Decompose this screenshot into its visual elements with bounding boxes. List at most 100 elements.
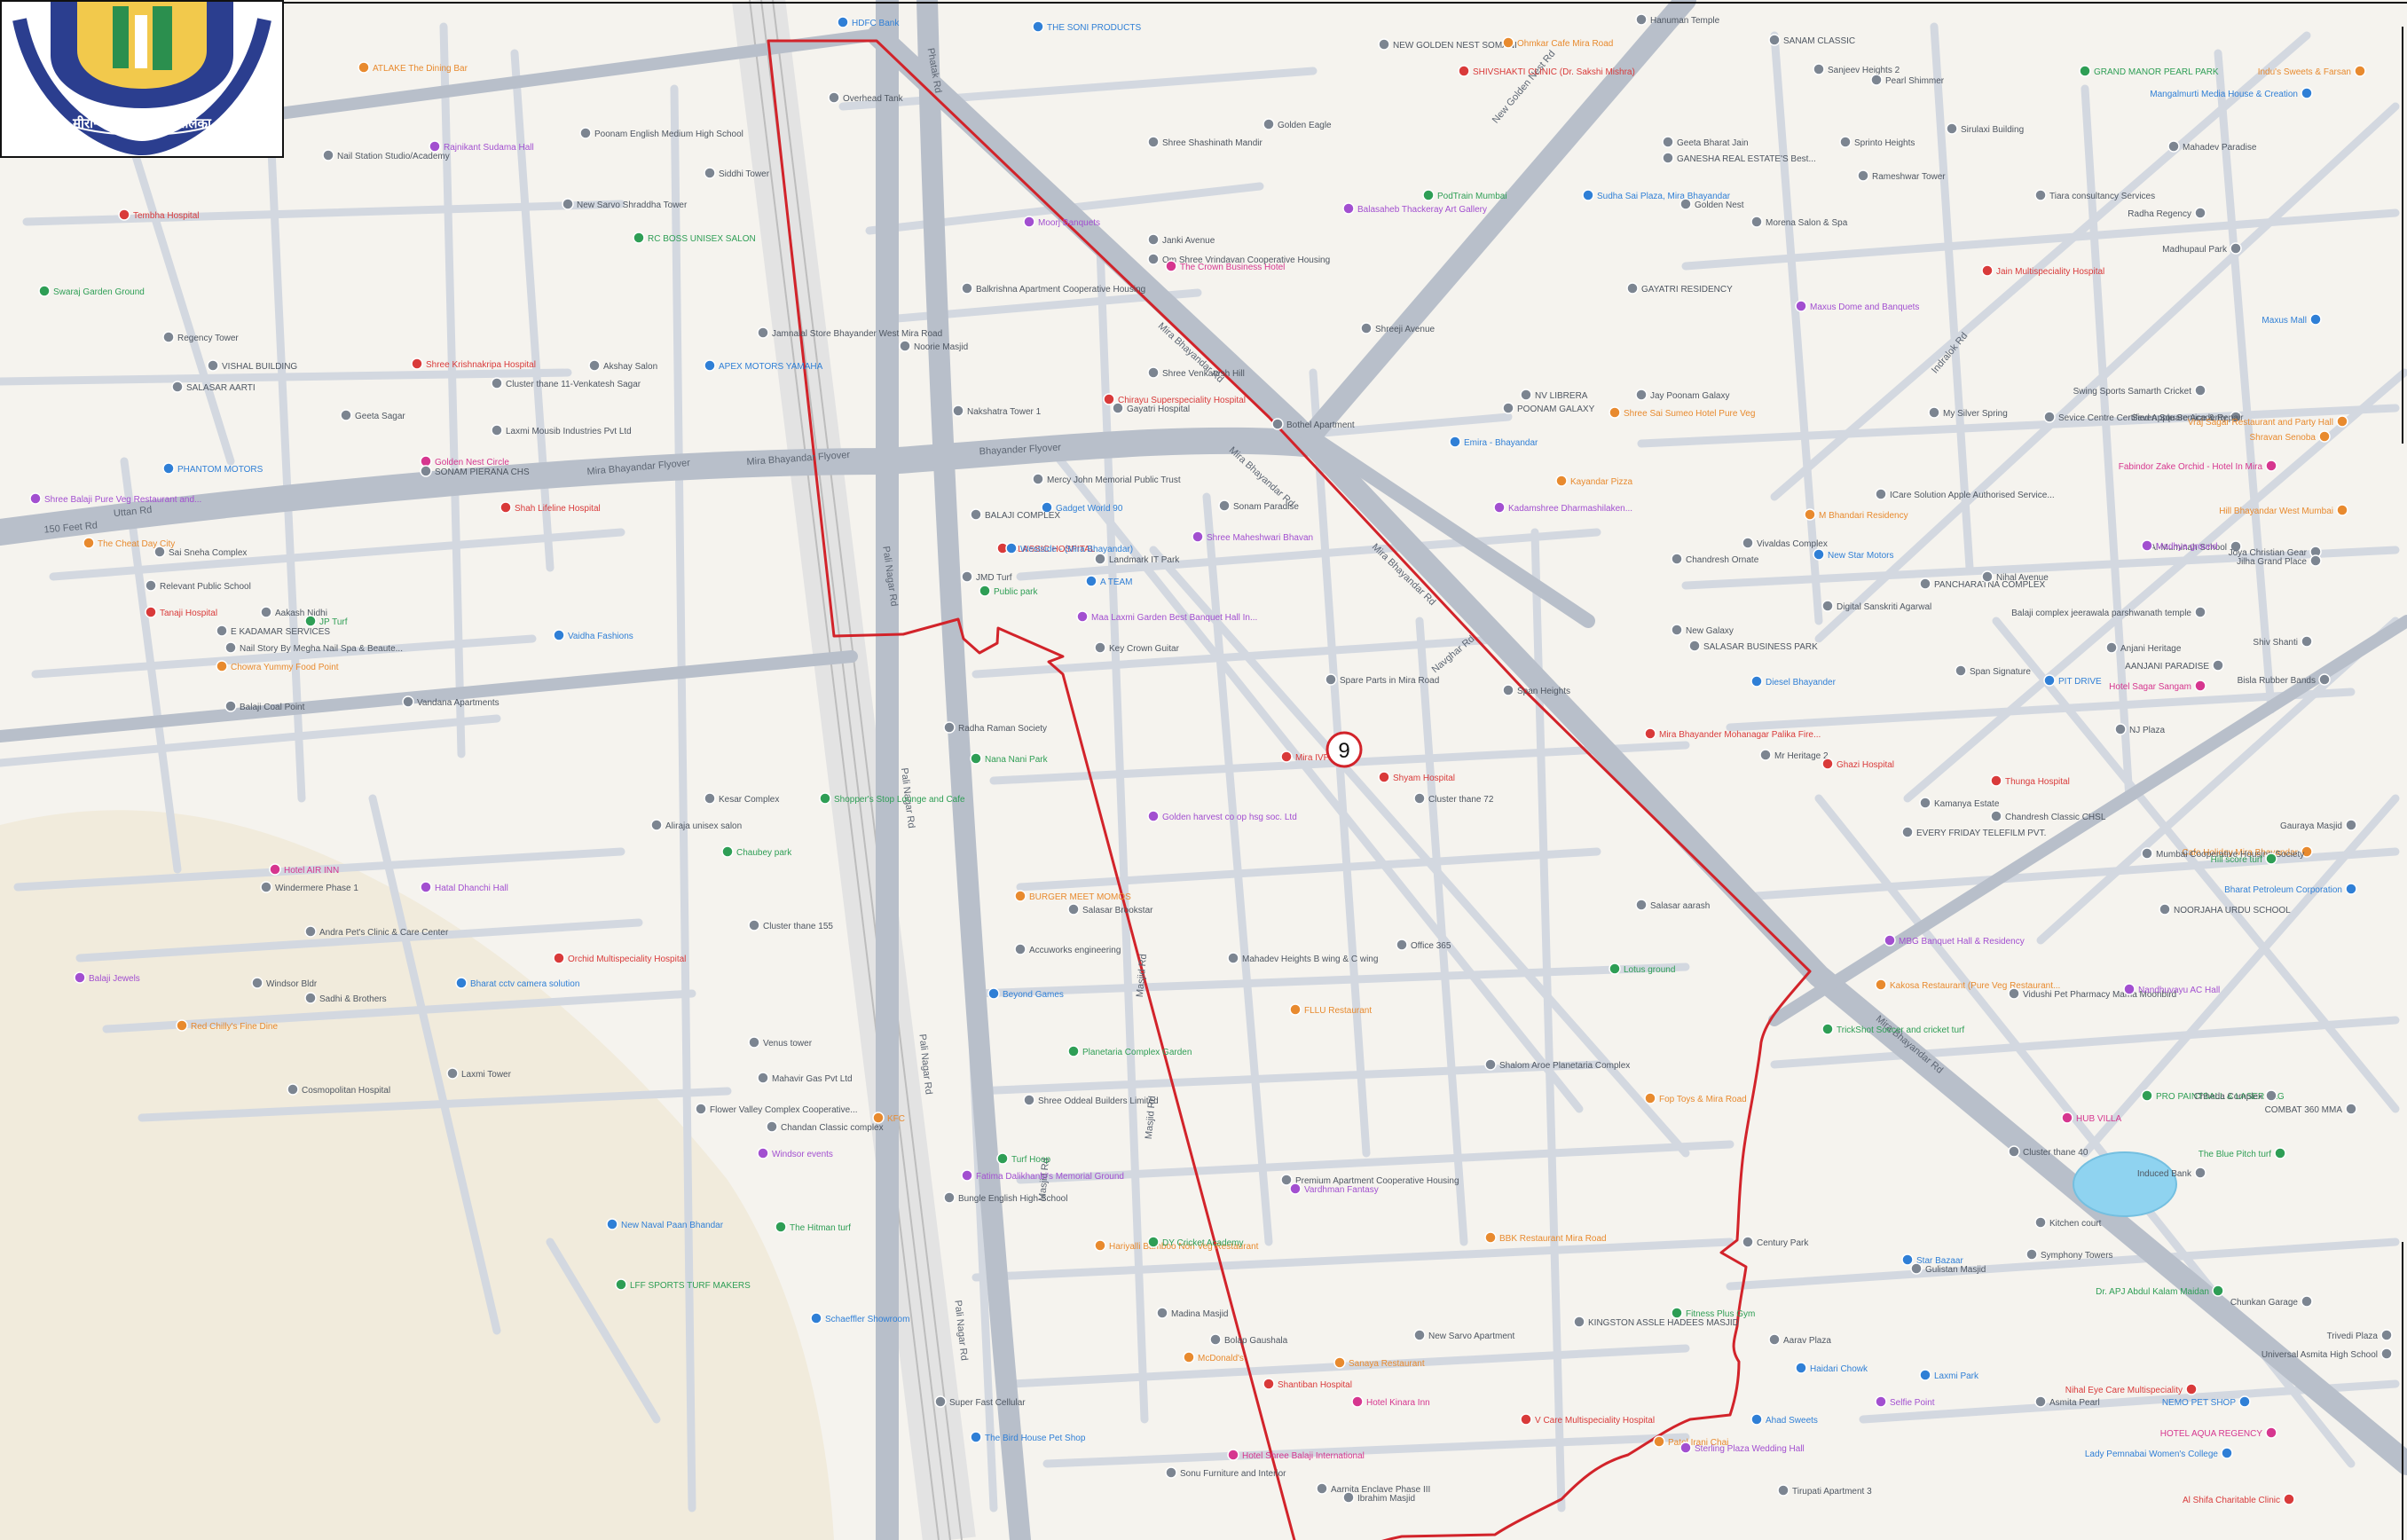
place-216[interactable]: DY Cricket Academy: [1147, 1236, 1244, 1248]
place-238[interactable]: NEMO PET SHOP: [2162, 1395, 2251, 1408]
place-136[interactable]: Mira Bhayander Mohanagar Palika Fire...: [1644, 727, 1821, 740]
place-207[interactable]: Fatima Dalikhanbi's Memorial Ground: [961, 1169, 1124, 1182]
place-pin-icon[interactable]: [970, 508, 982, 521]
place-pin-icon[interactable]: [1653, 1435, 1665, 1448]
place-162[interactable]: Salasar aarash: [1635, 899, 1710, 911]
place-126[interactable]: Diesel Bhayander: [1750, 675, 1837, 688]
place-pin-icon[interactable]: [260, 881, 272, 893]
place-pin-icon[interactable]: [1857, 169, 1869, 182]
place-pin-icon[interactable]: [446, 1067, 459, 1080]
place-pin-icon[interactable]: [1360, 322, 1373, 334]
place-124[interactable]: Spare Parts in Mira Road: [1325, 673, 1439, 686]
place-pin-icon[interactable]: [1271, 418, 1284, 430]
place-113[interactable]: JP Turf: [304, 615, 348, 627]
place-137[interactable]: NJ Plaza: [2114, 723, 2165, 735]
place-pin-icon[interactable]: [145, 579, 157, 592]
place-pin-icon[interactable]: [224, 641, 237, 654]
place-219[interactable]: Chunkan Garage: [2230, 1295, 2313, 1308]
place-pin-icon[interactable]: [1750, 1413, 1763, 1426]
place-pin-icon[interactable]: [2185, 1383, 2198, 1395]
place-222[interactable]: Madina Masjid: [1156, 1307, 1228, 1319]
place-39[interactable]: Om Shree Vrindavan Cooperative Housing: [1147, 253, 1330, 265]
place-196[interactable]: Shree Oddeal Builders Limited: [1023, 1094, 1159, 1106]
place-pin-icon[interactable]: [1280, 1174, 1293, 1186]
place-pin-icon[interactable]: [1884, 934, 1896, 947]
place-45[interactable]: Maxus Dome and Banquets: [1795, 300, 1919, 312]
place-pin-icon[interactable]: [1458, 65, 1470, 77]
place-pin-icon[interactable]: [1626, 282, 1639, 295]
place-pin-icon[interactable]: [1147, 810, 1160, 822]
place-154[interactable]: Mumbai Cooperative Housing Society: [2141, 847, 2304, 860]
place-pin-icon[interactable]: [1023, 1094, 1035, 1106]
place-21[interactable]: Mahadev Paradise: [2167, 140, 2257, 153]
place-pin-icon[interactable]: [171, 381, 184, 393]
place-pin-icon[interactable]: [695, 1103, 707, 1115]
place-33[interactable]: New Sarvo Shraddha Tower: [562, 198, 688, 210]
place-pin-icon[interactable]: [1333, 1356, 1346, 1369]
place-63[interactable]: Jay Poonam Galaxy: [1635, 389, 1730, 401]
place-pin-icon[interactable]: [1502, 402, 1514, 414]
place-pin-icon[interactable]: [1635, 389, 1648, 401]
place-pin-icon[interactable]: [2159, 903, 2171, 915]
place-242[interactable]: The Bird House Pet Shop: [970, 1431, 1086, 1443]
place-145[interactable]: Golden harvest co op hsg soc. Ltd: [1147, 810, 1297, 822]
place-pin-icon[interactable]: [2008, 987, 2020, 1000]
place-pin-icon[interactable]: [1014, 890, 1027, 902]
place-108[interactable]: Tanaji Hospital: [145, 606, 217, 618]
place-pin-icon[interactable]: [1875, 1395, 1887, 1408]
place-pin-icon[interactable]: [650, 819, 663, 831]
place-pin-icon[interactable]: [1768, 34, 1781, 46]
place-171[interactable]: Orchid Multispeciality Hospital: [553, 952, 686, 964]
place-56[interactable]: Shree Venkatesh Hill: [1147, 366, 1245, 379]
place-pin-icon[interactable]: [1094, 1239, 1106, 1252]
place-170[interactable]: Bharat cctv camera solution: [455, 977, 579, 989]
place-pin-icon[interactable]: [1662, 152, 1674, 164]
place-pin-icon[interactable]: [721, 845, 734, 858]
place-pin-icon[interactable]: [216, 625, 228, 637]
place-pin-icon[interactable]: [1023, 216, 1035, 228]
place-pin-icon[interactable]: [1502, 684, 1514, 696]
place-1[interactable]: THE SONI PRODUCTS: [1032, 20, 1141, 33]
place-20[interactable]: Sirulaxi Building: [1946, 122, 2024, 135]
place-pin-icon[interactable]: [304, 925, 317, 938]
place-183[interactable]: Planetaria Complex Garden: [1067, 1045, 1192, 1057]
place-142[interactable]: Kamanya Estate: [1919, 797, 2000, 809]
place-42[interactable]: Swaraj Garden Ground: [38, 285, 145, 297]
place-212[interactable]: Gulistan Masjid: [1910, 1262, 1986, 1275]
place-127[interactable]: Span Signature: [1955, 664, 2031, 677]
place-pin-icon[interactable]: [216, 660, 228, 672]
place-245[interactable]: Sterling Plaza Wedding Hall: [1679, 1442, 1805, 1454]
place-pin-icon[interactable]: [340, 409, 352, 421]
place-pin-icon[interactable]: [1901, 826, 1914, 838]
place-17[interactable]: Golden Eagle: [1262, 118, 1332, 130]
place-pin-icon[interactable]: [1520, 389, 1532, 401]
place-214[interactable]: Hariyalli Bamboo Non Veg Restaurant: [1094, 1239, 1259, 1252]
place-205[interactable]: New Naval Paan Bhandar: [606, 1218, 724, 1230]
place-pin-icon[interactable]: [1449, 436, 1461, 448]
place-176[interactable]: Nandhuvayu AC Hall: [2123, 983, 2220, 995]
place-206[interactable]: The Hitman turf: [775, 1221, 851, 1233]
place-241[interactable]: Ahad Sweets: [1750, 1413, 1818, 1426]
place-pin-icon[interactable]: [29, 492, 42, 505]
place-pin-icon[interactable]: [251, 977, 264, 989]
place-pin-icon[interactable]: [269, 863, 281, 876]
place-pin-icon[interactable]: [1813, 548, 1825, 561]
place-166[interactable]: Andra Pet's Clinic & Care Center: [304, 925, 449, 938]
place-pin-icon[interactable]: [162, 462, 175, 475]
place-182[interactable]: Venus tower: [748, 1036, 813, 1049]
place-46[interactable]: Regency Tower: [162, 331, 239, 343]
place-pin-icon[interactable]: [1484, 1058, 1497, 1071]
place-pin-icon[interactable]: [1688, 640, 1701, 652]
place-pin-icon[interactable]: [1875, 488, 1887, 500]
place-218[interactable]: Dr. APJ Abdul Kalam Maidan: [2096, 1285, 2224, 1297]
place-pin-icon[interactable]: [38, 285, 51, 297]
place-pin-icon[interactable]: [943, 1191, 956, 1204]
place-77[interactable]: SONAM PIERANA CHS: [420, 465, 530, 477]
place-66[interactable]: Seven Square Academy: [2132, 411, 2242, 423]
place-pin-icon[interactable]: [2167, 140, 2180, 153]
place-41[interactable]: Jain Multispeciality Hospital: [1981, 264, 2104, 277]
place-pin-icon[interactable]: [1112, 402, 1124, 414]
place-243[interactable]: Patel Irani Chai: [1653, 1435, 1728, 1448]
place-91[interactable]: Vivaldas Complex: [1742, 537, 1828, 549]
place-161[interactable]: Salasar Brookstar: [1067, 903, 1153, 915]
